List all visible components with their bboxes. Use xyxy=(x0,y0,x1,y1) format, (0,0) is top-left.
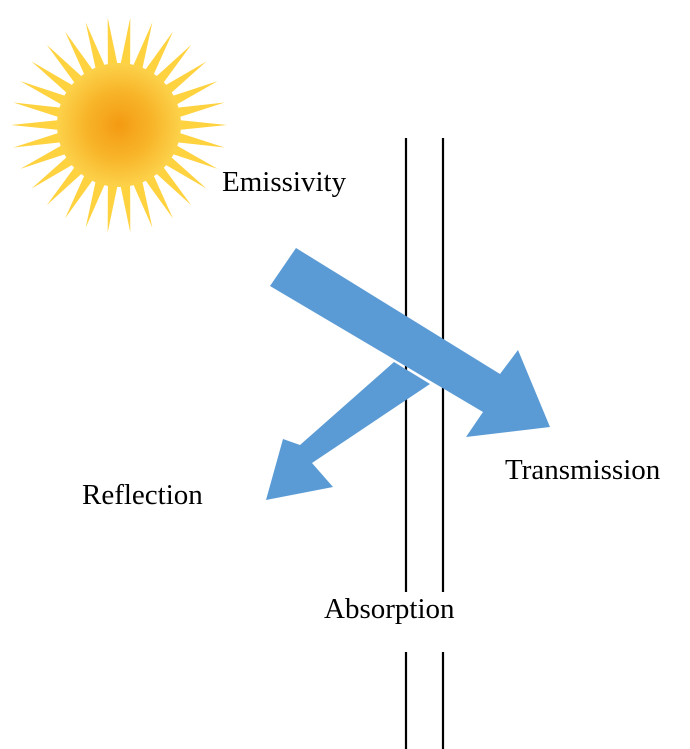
sun-ray xyxy=(119,181,131,233)
sun-ray xyxy=(65,172,95,219)
sun-ray xyxy=(46,164,85,206)
sun-ray xyxy=(13,132,64,148)
transmission-label: Transmission xyxy=(505,454,661,486)
sun-ray xyxy=(119,17,131,69)
sun-rays xyxy=(11,17,227,233)
reflection-label: Reflection xyxy=(82,479,203,511)
sun-ray xyxy=(169,143,218,169)
sun-ray xyxy=(107,181,119,233)
sun-ray xyxy=(107,17,119,69)
sun-ray xyxy=(176,119,227,131)
sun-ray xyxy=(162,61,207,96)
absorption-label: Absorption xyxy=(324,593,455,625)
sun-ray xyxy=(13,102,64,118)
sun-ray xyxy=(162,154,207,189)
sun-ray xyxy=(174,102,225,118)
sun-ray xyxy=(31,154,76,189)
emissivity-label: Emissivity xyxy=(222,166,347,198)
sun-ray xyxy=(20,143,69,169)
sun-ray xyxy=(85,178,106,228)
radiation-arrows xyxy=(266,248,550,500)
sun-ray xyxy=(153,44,192,86)
reflection-arrow xyxy=(266,362,430,500)
sun-ray xyxy=(174,132,225,148)
sun-icon xyxy=(11,17,227,233)
sun-ray xyxy=(153,164,192,206)
sun-ray xyxy=(143,31,173,78)
sun-core xyxy=(57,63,181,187)
sun-ray xyxy=(143,172,173,219)
sun-ray xyxy=(169,81,218,107)
sun-ray xyxy=(11,119,62,131)
sun-ray xyxy=(65,31,95,78)
transmission-arrow xyxy=(270,248,550,437)
sun-ray xyxy=(132,22,153,72)
sun-ray xyxy=(85,22,106,72)
sun-ray xyxy=(132,178,153,228)
sun-ray xyxy=(31,61,76,96)
glass-pane xyxy=(404,138,445,749)
sun-ray xyxy=(20,81,69,107)
sun-ray xyxy=(46,44,85,86)
